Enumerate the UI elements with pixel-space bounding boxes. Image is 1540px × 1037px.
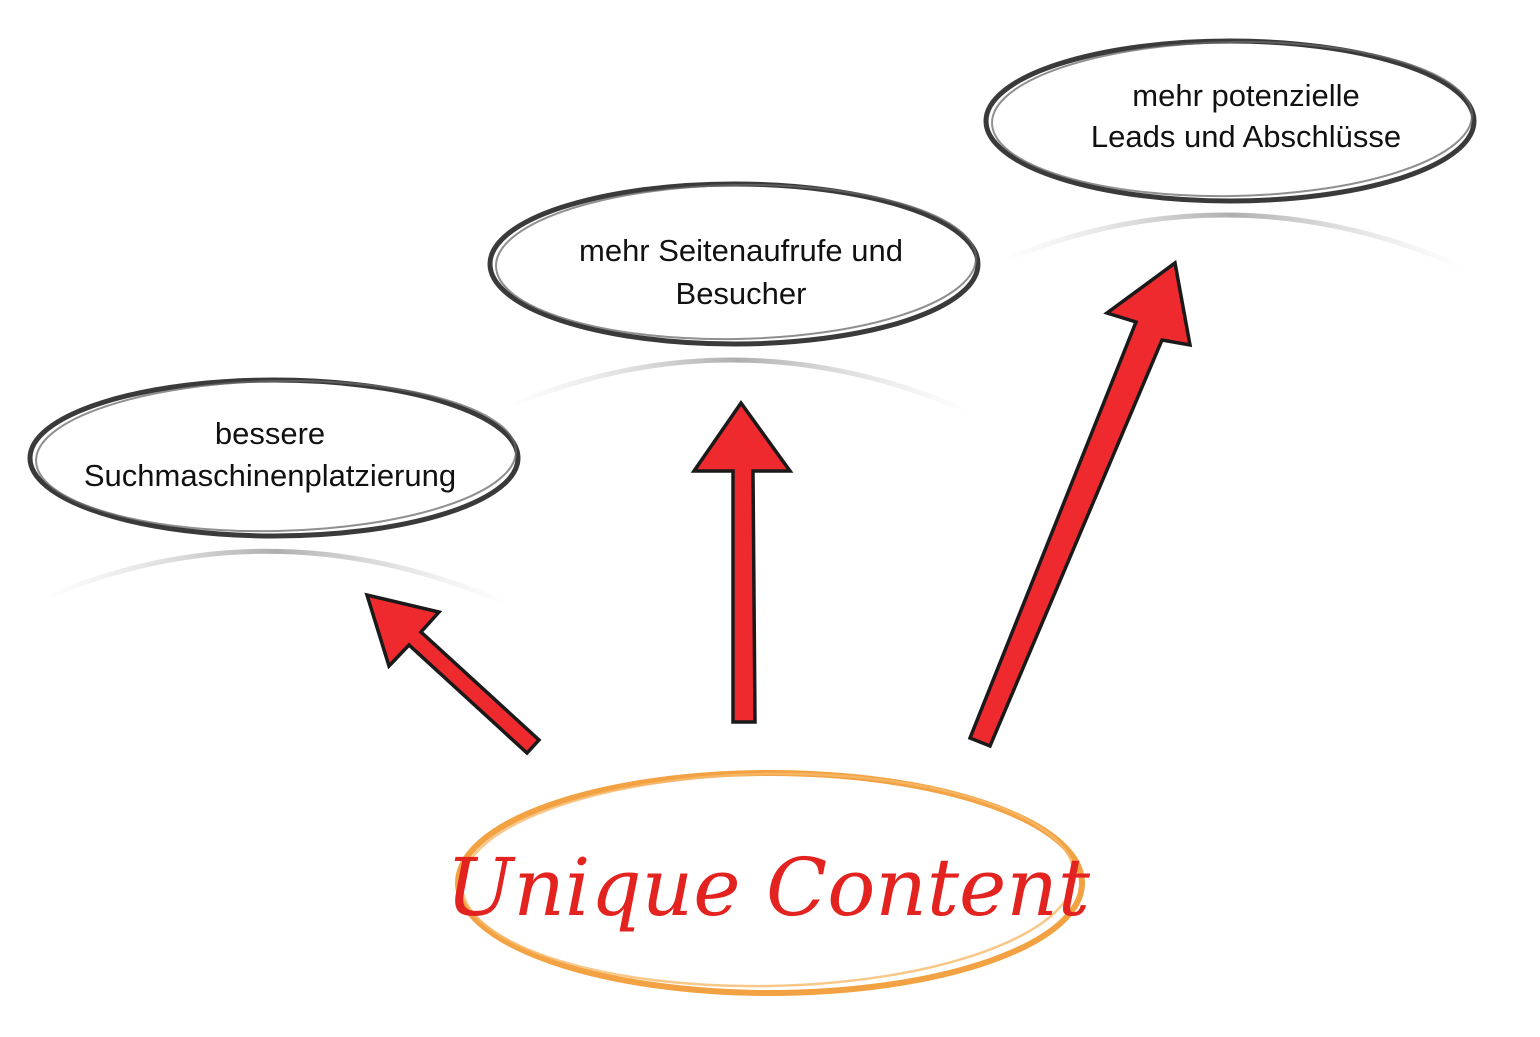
arrow-to-pageviews: [690, 399, 794, 724]
arrow-to-leads: [967, 259, 1193, 749]
arrow-to-search-ranking: [364, 592, 542, 756]
outcome-label-line1: bessere: [215, 416, 325, 451]
outcome-label-line2: Besucher: [676, 276, 807, 311]
outcome-bubble-leads: mehr potenzielle Leads und Abschlüsse: [983, 38, 1477, 204]
outcome-label-line2: Suchmaschinenplatzierung: [84, 458, 456, 493]
bubble-reflection-3: [999, 212, 1467, 271]
bubble-reflection-1: [39, 548, 512, 608]
center-concept: Unique Content: [446, 770, 1091, 996]
outcome-label-line1: mehr Seitenaufrufe und: [579, 233, 903, 268]
outcome-bubble-search-ranking: bessere Suchmaschinenplatzierung: [27, 377, 521, 539]
bubble-reflection-2: [504, 357, 971, 415]
outcome-bubble-pageviews: mehr Seitenaufrufe und Besucher: [487, 181, 981, 347]
outcome-label-line2: Leads und Abschlüsse: [1091, 119, 1401, 154]
outcome-label-line1: mehr potenzielle: [1132, 78, 1359, 113]
center-label: Unique Content: [446, 841, 1091, 934]
